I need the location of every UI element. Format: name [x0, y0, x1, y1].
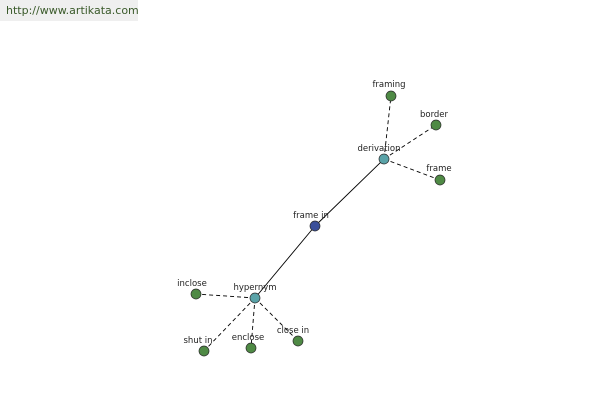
- node-enclose[interactable]: enclose: [232, 333, 265, 354]
- node-close-in[interactable]: close in: [277, 326, 309, 347]
- edge-frame-in-hypernym: [254, 225, 316, 299]
- node-derivation[interactable]: derivation: [357, 144, 401, 165]
- node-label-derivation: derivation: [357, 144, 400, 154]
- node-hypernym[interactable]: hypernym: [233, 283, 277, 304]
- site-url[interactable]: http://www.artikata.com: [0, 0, 139, 21]
- node-label-hypernym: hypernym: [233, 283, 276, 293]
- node-inclose[interactable]: inclose: [177, 279, 207, 300]
- node-label-border: border: [420, 110, 449, 120]
- node-dot-frame[interactable]: [434, 174, 446, 186]
- nodes-layer: frame in derivation hypernym framing border f…: [177, 80, 452, 357]
- node-shut-in[interactable]: shut in: [184, 336, 213, 357]
- node-label-enclose: enclose: [232, 333, 265, 343]
- node-label-frame-in: frame in: [293, 211, 329, 221]
- node-border[interactable]: border: [420, 110, 449, 131]
- node-dot-derivation[interactable]: [378, 153, 390, 165]
- node-label-inclose: inclose: [177, 279, 207, 289]
- node-dot-framing[interactable]: [385, 90, 397, 102]
- node-label-frame: frame: [426, 164, 451, 174]
- node-dot-shut-in[interactable]: [198, 345, 210, 357]
- edge-hypernym-enclose: [250, 297, 256, 349]
- edge-frame-in-derivation: [314, 158, 385, 227]
- edge-derivation-frame: [383, 158, 441, 181]
- node-dot-border[interactable]: [430, 119, 442, 131]
- node-dot-hypernym[interactable]: [249, 292, 261, 304]
- edge-derivation-framing: [383, 95, 392, 160]
- node-dot-close-in[interactable]: [292, 335, 304, 347]
- node-framing[interactable]: framing: [372, 80, 406, 102]
- node-frame-in[interactable]: frame in: [293, 211, 329, 232]
- node-label-framing: framing: [372, 80, 405, 90]
- node-label-shut-in: shut in: [184, 336, 213, 346]
- node-dot-enclose[interactable]: [245, 342, 257, 354]
- node-label-close-in: close in: [277, 326, 309, 336]
- node-dot-frame-in[interactable]: [309, 220, 321, 232]
- node-frame[interactable]: frame: [426, 164, 452, 186]
- edge-hypernym-inclose: [195, 293, 256, 299]
- edge-derivation-border: [383, 124, 437, 160]
- node-dot-inclose[interactable]: [190, 288, 202, 300]
- edge-hypernym-shut-in: [203, 297, 256, 352]
- edges-layer: [195, 95, 441, 352]
- edge-hypernym-close-in: [254, 297, 299, 342]
